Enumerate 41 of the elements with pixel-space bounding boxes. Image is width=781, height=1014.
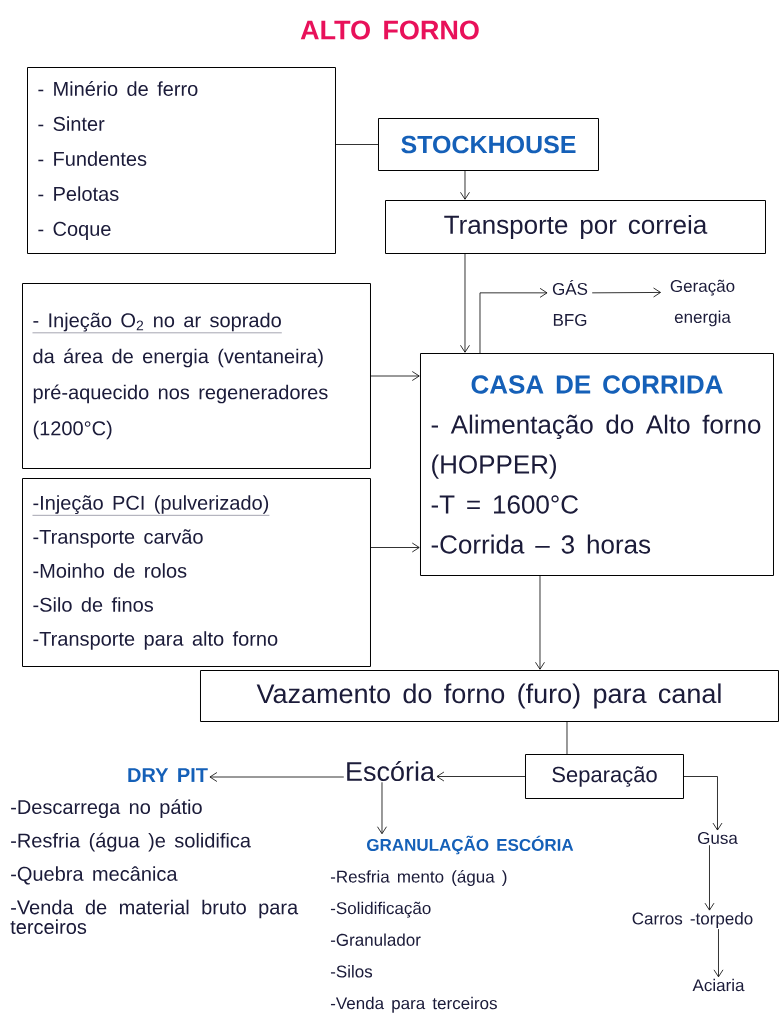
process-box: CASA DE CORRIDA - Alimentação do Alto forno (HOPPER) -T = 1600°C -Corrida – 3 horas — [420, 353, 774, 576]
list-item: -Resfria mento (água ) — [330, 870, 507, 887]
list-item: -Silos — [330, 965, 373, 978]
process-box: Separação — [525, 754, 684, 799]
arrow — [370, 371, 420, 381]
injection-box: -Injeção PCI (pulverizado) -Transporte carvão -Moinho de rolos -Silo de finos -Transporte para alto forno — [22, 478, 371, 667]
arrow — [436, 771, 526, 782]
arrow — [704, 844, 715, 911]
list-item: -Resfria (água )e solidifica — [11, 832, 251, 852]
list-item: -Granulador — [330, 933, 421, 946]
node-label: Carros -torpedo — [632, 912, 753, 928]
arrow — [683, 776, 723, 831]
gas-label: GÁS BFG — [552, 280, 588, 326]
arrow — [209, 772, 345, 782]
title: ALTO FORNO — [300, 20, 479, 40]
list-item: -Venda de material bruto para terceiros — [10, 899, 299, 935]
arrow — [591, 287, 661, 298]
node-label: Aciaria — [692, 978, 745, 992]
process-box: Transporte por correia — [385, 200, 766, 254]
arrow — [377, 781, 387, 835]
connector-line — [335, 144, 379, 145]
list-item: -Quebra mecânica — [11, 866, 178, 885]
arrow — [460, 253, 470, 353]
heading-label: GRANULAÇÃO ESCÓRIA — [367, 835, 574, 855]
arrow — [370, 542, 420, 553]
injection-box: - Injeção O$_{2}$ no ar soprado da área de energia (ventaneira) pré-aquecido nos regeneradores (1200°C) — [22, 283, 371, 469]
arrow — [713, 928, 724, 978]
node-label: Escória — [347, 760, 435, 782]
connector-line — [566, 721, 568, 755]
energy-label: Geração energia — [670, 279, 735, 327]
node-label: Gusa — [698, 832, 738, 845]
process-box: Vazamento do forno (furo) para canal — [200, 670, 779, 722]
heading-label: DRY PIT — [128, 768, 208, 782]
list-item: -Descarrega no pátio — [11, 799, 202, 819]
list-item: -Venda para terceiros — [330, 996, 497, 1013]
stockhouse-box: STOCKHOUSE — [378, 118, 599, 171]
list-item: -Solidificação — [330, 901, 431, 918]
materials-box: - Minério de ferro - Sinter - Fundentes - Pelotas - Coque — [27, 67, 336, 254]
arrow — [479, 287, 548, 354]
arrow — [460, 170, 470, 200]
arrow — [535, 575, 545, 670]
